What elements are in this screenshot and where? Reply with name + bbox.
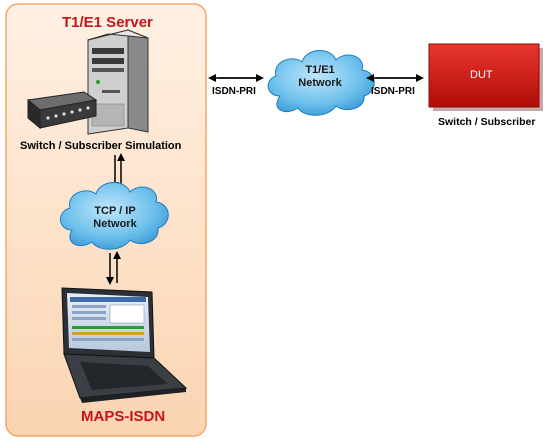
left-link-label: ISDN-PRI <box>212 86 256 97</box>
t1e1-cloud-line1: T1/E1 <box>305 64 335 76</box>
server-tower-icon <box>87 29 149 135</box>
server-panel-title: T1/E1 Server <box>62 14 153 31</box>
dut-label: DUT <box>470 69 493 81</box>
tcp-ip-cloud-icon <box>60 182 169 250</box>
t1e1-network-cloud-icon <box>267 50 375 116</box>
tcp-cloud-line1: TCP / IP <box>94 205 136 217</box>
dut-caption: Switch / Subscriber <box>438 116 536 128</box>
tcp-cloud-line2: Network <box>93 218 137 230</box>
tcp-cloud-label: TCP / IP Network <box>80 205 150 231</box>
t1e1-cloud-label: T1/E1 Network <box>285 64 355 90</box>
dut-box <box>428 43 543 111</box>
client-title: MAPS-ISDN <box>81 408 166 425</box>
laptop-icon <box>61 287 188 403</box>
t1e1-cloud-line2: Network <box>298 77 342 89</box>
right-link-label: ISDN-PRI <box>371 86 415 97</box>
server-caption: Switch / Subscriber Simulation <box>20 140 182 152</box>
tcp-laptop-link-arrows <box>106 251 121 285</box>
t1e1-interface-box-icon <box>26 91 98 130</box>
